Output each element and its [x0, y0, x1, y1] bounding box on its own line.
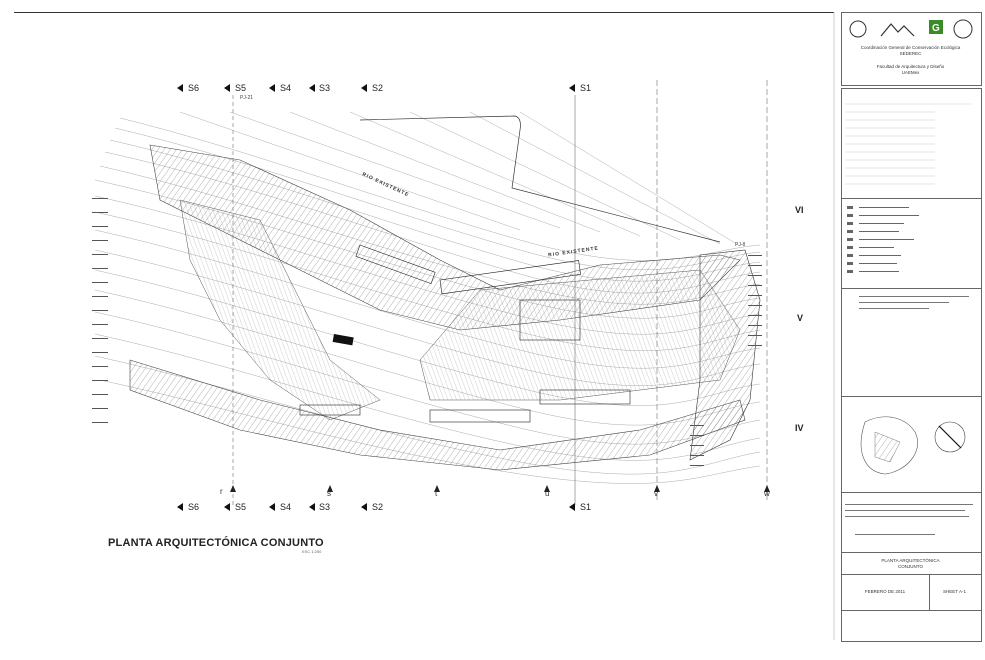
faculty-line-1: Facultad de Arquitectura y Diseño [876, 64, 945, 69]
plan-scale: ESC 1:250 [302, 549, 322, 554]
institution-logos: G [849, 19, 973, 39]
title-block: G Coordinación General de Conservación E… [841, 12, 982, 642]
section-arrows [177, 84, 575, 511]
faculty-line-2: UAEMex [901, 70, 920, 75]
axis-label-v: V [797, 313, 804, 323]
terraces [129, 144, 746, 471]
org-line-1: Coordinación General de Conservación Eco… [860, 45, 961, 50]
section-label-top-s4: S4 [280, 83, 292, 93]
axis-letter-v: v [654, 489, 658, 498]
section-label-bottom-s6: S6 [188, 502, 200, 512]
drawing-frame [14, 12, 834, 643]
sheet-title-1: PLANTA ARQUITECTÓNICA [881, 558, 940, 563]
section-label-bottom-s4: S4 [280, 502, 292, 512]
axis-marks [230, 485, 770, 492]
section-label-top-s1: S1 [580, 83, 592, 93]
notes-box [841, 288, 982, 398]
section-label-top-s5: S5 [235, 83, 247, 93]
axis-label-iv: IV [795, 423, 804, 433]
left-elevation-ticks [92, 198, 108, 423]
section-label-bottom-s2: S2 [372, 502, 384, 512]
org-line-2: SEDEREC [899, 51, 922, 56]
axis-label-vi: VI [795, 205, 804, 215]
sheet-date: FEBRERO DE 2011 [864, 589, 906, 594]
marker-top-left: PJ-21 [240, 95, 254, 101]
project-text-lines [845, 504, 973, 535]
right-elevation-ticks [690, 255, 762, 466]
grid-lines [232, 80, 768, 505]
axis-letter-w: w [764, 489, 770, 498]
river-edge [359, 115, 721, 243]
sheet-title-2: CONJUNTO [898, 564, 923, 569]
axis-letter-s: s [327, 489, 331, 498]
signature-box [841, 610, 982, 642]
sheet-number: SHEET A-1 [943, 589, 966, 594]
project-box [841, 492, 982, 554]
buildings [299, 244, 631, 423]
dark-block [332, 333, 354, 346]
section-label-bottom-s3: S3 [319, 502, 331, 512]
survey-lines [179, 111, 741, 247]
section-label-top-s3: S3 [319, 83, 331, 93]
axis-letter-u: u [545, 489, 550, 498]
location-map [860, 416, 966, 475]
section-label-top-s6: S6 [188, 83, 200, 93]
symbol-list [847, 206, 919, 273]
section-label-bottom-s1: S1 [580, 502, 592, 512]
plan-title: PLANTA ARQUITECTÓNICA CONJUNTO [108, 537, 324, 549]
symbols-box [841, 198, 982, 290]
svg-text:G: G [932, 23, 940, 34]
axis-letter-r: r [220, 487, 223, 496]
notes-lines [859, 296, 969, 309]
east-slope [689, 249, 761, 461]
axis-letter-t: t [435, 489, 438, 498]
section-label-top-s2: S2 [372, 83, 384, 93]
legend-lines [845, 103, 971, 185]
section-label-bottom-s5: S5 [235, 502, 247, 512]
marker-right: PJ-8 [735, 242, 746, 248]
